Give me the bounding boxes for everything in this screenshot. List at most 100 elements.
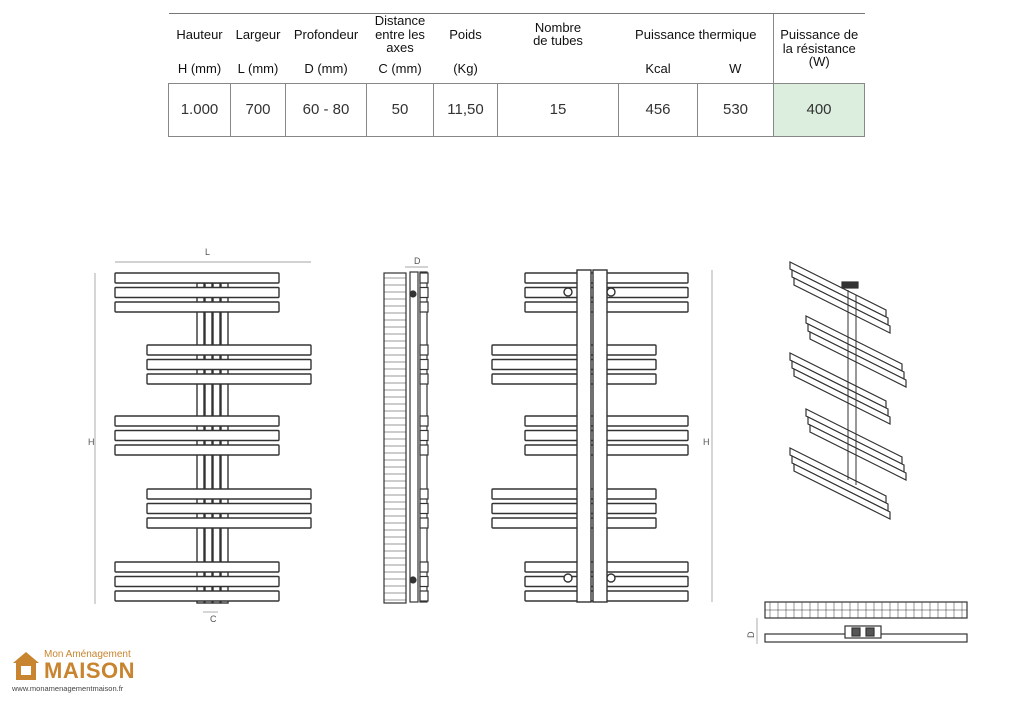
iso-bar xyxy=(809,331,907,388)
front-bar xyxy=(114,272,280,284)
isometric-view xyxy=(789,261,907,520)
back-collector-left xyxy=(576,269,592,603)
iso-bar xyxy=(793,368,891,425)
fixing-point xyxy=(563,287,573,297)
top-pipe xyxy=(851,627,861,637)
iso-valve xyxy=(841,281,859,289)
unit-distance: C (mm) xyxy=(378,61,422,77)
bracket-bottom xyxy=(409,576,417,584)
value-nombre-tubes: 15 xyxy=(497,82,619,138)
bracket-top xyxy=(409,290,417,298)
front-vertical-tube xyxy=(220,282,229,604)
fixing-point xyxy=(606,573,616,583)
wall-section xyxy=(383,272,407,604)
front-bar xyxy=(114,575,280,588)
front-bar xyxy=(146,373,312,385)
front-bar xyxy=(146,517,312,529)
front-bar xyxy=(114,429,280,442)
back-collector-right xyxy=(592,269,608,603)
dim-label-c: C xyxy=(210,614,217,624)
front-bar xyxy=(114,286,280,299)
value-distance: 50 xyxy=(366,82,434,138)
side-bar-end xyxy=(419,502,429,515)
brand-line2: MAISON xyxy=(44,658,135,683)
brand-url: www.monamenagementmaison.fr xyxy=(12,684,124,693)
brand-line1: Mon Aménagement xyxy=(44,649,131,660)
side-bar-end xyxy=(419,488,429,500)
dim-label-h-front: H xyxy=(88,437,95,447)
header-puissance-resistance: Puissance de la résistance (W) xyxy=(773,13,865,84)
header-puissance-thermique: Puissance thermique xyxy=(618,12,774,55)
value-largeur: 700 xyxy=(230,82,286,138)
front-view xyxy=(94,261,312,613)
front-vertical-tube xyxy=(196,282,205,604)
back-view xyxy=(491,269,713,603)
unit-poids: (Kg) xyxy=(453,61,478,77)
front-bar xyxy=(114,590,280,602)
brand-logo: Mon Aménagement MAISON www.monamenagemen… xyxy=(12,649,152,699)
side-bar-end xyxy=(419,301,429,313)
front-bar xyxy=(146,344,312,356)
header-resistance-unit: (W) xyxy=(808,54,830,70)
front-bar xyxy=(146,358,312,371)
front-bar xyxy=(114,301,280,313)
back-bar xyxy=(491,517,657,529)
unit-profondeur: D (mm) xyxy=(304,61,348,77)
value-kcal: 456 xyxy=(618,82,698,138)
front-bar xyxy=(114,561,280,573)
header-nombre-tubes: Nombre de tubes xyxy=(497,12,619,55)
dim-label-d-side: D xyxy=(414,256,421,266)
top-pipe xyxy=(865,627,875,637)
header-distance: Distance entre les axes xyxy=(366,12,434,55)
unit-kcal: Kcal xyxy=(645,61,671,77)
top-view xyxy=(756,601,968,644)
back-bar xyxy=(491,344,657,356)
front-vertical-tube xyxy=(204,282,213,604)
value-w: 530 xyxy=(697,82,774,138)
fixing-point xyxy=(563,573,573,583)
unit-w: W xyxy=(729,61,742,77)
side-bar-end xyxy=(419,517,429,529)
value-poids: 11,50 xyxy=(433,82,498,138)
back-bar xyxy=(491,488,657,500)
fixing-point xyxy=(606,287,616,297)
front-bar xyxy=(114,444,280,456)
front-bar xyxy=(114,415,280,427)
iso-bar xyxy=(793,277,891,334)
house-icon xyxy=(13,652,39,680)
header-hauteur: Hauteur xyxy=(168,12,231,55)
side-bar-end xyxy=(419,286,429,299)
side-bar-end xyxy=(419,344,429,356)
value-resistance: 400 xyxy=(773,82,865,138)
back-bar xyxy=(491,373,657,385)
iso-bar xyxy=(793,463,891,520)
top-collector xyxy=(844,625,882,639)
back-bar xyxy=(491,358,657,371)
side-bar-end xyxy=(419,561,429,573)
front-bar xyxy=(146,502,312,515)
header-profondeur: Profondeur xyxy=(285,12,367,55)
header-resistance-label: Puissance de la résistance xyxy=(780,27,859,56)
header-largeur: Largeur xyxy=(230,12,286,55)
front-vertical-tube xyxy=(212,282,221,604)
dim-label-h-back: H xyxy=(703,437,710,447)
dim-label-d-top: D xyxy=(746,631,756,638)
side-collector xyxy=(409,271,419,603)
side-bar-end xyxy=(419,373,429,385)
front-bar xyxy=(146,488,312,500)
side-view xyxy=(383,266,429,604)
back-bar xyxy=(491,502,657,515)
unit-largeur: L (mm) xyxy=(237,61,279,77)
header-poids: Poids xyxy=(433,12,498,55)
side-bar-end xyxy=(419,272,429,284)
side-bar-end xyxy=(419,444,429,456)
spec-table: Hauteur Largeur Profondeur Distance entr… xyxy=(168,12,865,138)
unit-hauteur: H (mm) xyxy=(177,61,222,77)
side-bar-end xyxy=(419,590,429,602)
side-bar-end xyxy=(419,415,429,427)
value-profondeur: 60 - 80 xyxy=(285,82,367,138)
side-bar-end xyxy=(419,575,429,588)
value-hauteur: 1.000 xyxy=(168,82,231,138)
side-bar-end xyxy=(419,358,429,371)
